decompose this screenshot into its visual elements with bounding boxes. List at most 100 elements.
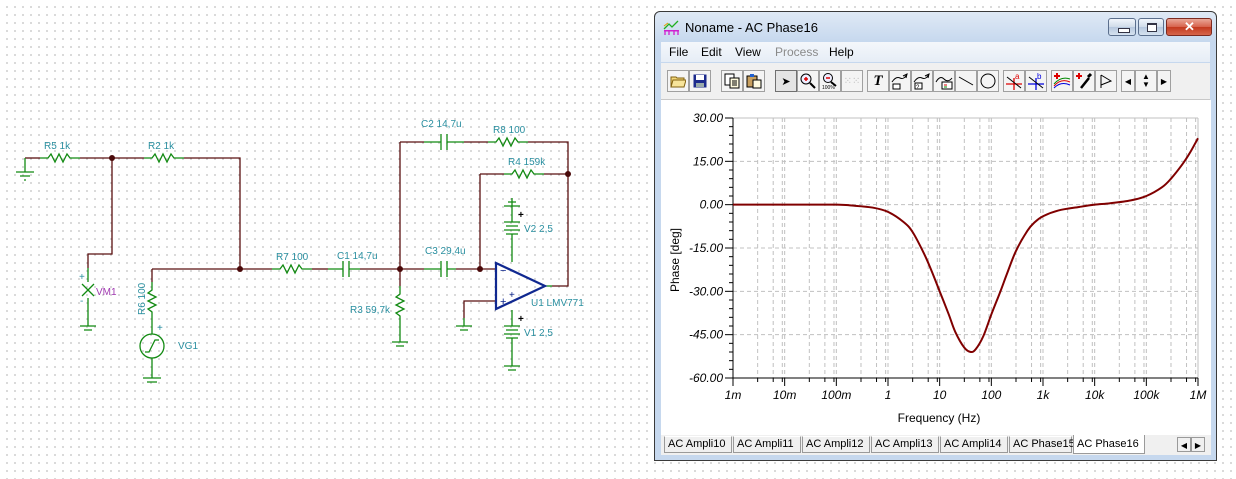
paste-button[interactable] [743,70,765,92]
label-icon [891,73,908,90]
grid-icon: ⁙⁙ [843,75,861,87]
schematic-canvas[interactable]: R5 1k R2 1k R7 100 R6 100 + - VM1 + VG1 … [0,0,650,479]
analysis-window: Noname - AC Phase16 ✕ File Edit View Pro… [654,11,1217,461]
tab-ac-phase15[interactable]: AC Phase15 [1009,436,1075,453]
zoom-in-button[interactable] [797,70,819,92]
text-button[interactable]: T [867,70,889,92]
minimize-icon [1118,28,1130,33]
resistor-R5[interactable]: R5 1k [40,141,80,164]
tab-scroll-right-icon: ▶ [1194,441,1202,450]
legend-button[interactable] [933,70,955,92]
zoom-100-button[interactable]: 100% [819,70,841,92]
maximize-button[interactable] [1138,18,1164,36]
tab-scroll-left[interactable]: ◀ [1177,437,1191,452]
svg-text:+: + [518,314,524,325]
close-button[interactable]: ✕ [1166,18,1212,36]
pointer-button[interactable]: ➤ [775,70,797,92]
resistor-R8[interactable]: R8 100 [488,125,528,148]
circle-button[interactable] [977,70,999,92]
cursor-b-button[interactable]: b [1025,70,1047,92]
toolbar: ➤ 100% ⁙⁙ T ? a b [661,63,1210,100]
y-tick-label: -30.00 [689,284,723,298]
pointer-icon: ➤ [781,75,791,88]
tab-ac-phase16[interactable]: AC Phase16 [1073,435,1145,454]
capacitor-C3[interactable]: C3 29,4u [424,246,466,277]
menu-process: Process [775,45,819,59]
generator-VG1[interactable]: + VG1 [139,322,198,360]
copy-button[interactable] [721,70,743,92]
cursor-b-icon: b [1028,72,1044,90]
scroll-left-button[interactable]: ◀ [1121,70,1135,92]
wires [25,141,569,318]
menu-bar: File Edit View Process Help [661,42,1210,62]
menu-edit[interactable]: Edit [701,45,722,59]
y-tick-label: -15.00 [689,241,723,255]
auto-label-icon: ? [913,73,930,90]
y-axis-title: Phase [deg] [668,228,682,292]
tab-ac-ampli10[interactable]: AC Ampli10 [664,436,732,453]
resistor-R7[interactable]: R7 100 [272,252,312,275]
minimize-button[interactable] [1108,18,1136,36]
add-curve-icon [1053,73,1071,89]
svg-text:R5 1k: R5 1k [44,141,71,152]
svg-text:+: + [500,296,506,308]
resistor-R3[interactable]: R3 59,7k [350,286,406,322]
title-bar[interactable]: Noname - AC Phase16 ✕ [655,12,1216,42]
svg-text:V2 2,5: V2 2,5 [524,224,553,235]
cursor-a-button[interactable]: a [1003,70,1025,92]
eyedropper-icon [1076,72,1093,89]
zoom-100-icon: 100% [822,73,837,89]
scroll-updown-button[interactable]: ▲▼ [1135,70,1157,92]
series-line-phase [733,137,1199,354]
capacitor-C2[interactable]: C2 14,7u [421,119,464,150]
x-tick-label: 10k [1085,388,1105,402]
add-curve-button[interactable] [1051,70,1073,92]
window-title: Noname - AC Phase16 [685,20,818,35]
svg-text:-: - [80,296,83,307]
grid-button: ⁙⁙ [841,70,863,92]
voltmeter-VM1[interactable]: + - VM1 [79,268,117,310]
resistor-R2[interactable]: R2 1k [144,141,184,164]
line-button[interactable] [955,70,977,92]
x-tick-label: 100 [981,388,1001,402]
save-button[interactable] [689,70,711,92]
ground-symbols [16,158,520,383]
resistor-R6[interactable]: R6 100 [137,282,158,322]
tab-ac-ampli12[interactable]: AC Ampli12 [802,436,870,453]
tab-scroll-right[interactable]: ▶ [1191,437,1205,452]
resistor-R4[interactable]: R4 159k [504,157,546,180]
opamp-U1[interactable]: − + + U1 LMV771 [494,261,584,311]
grid-lines [733,117,1199,378]
y-tick-label: 0.00 [700,198,724,212]
capacitor-C1[interactable]: C1 14,7u [328,251,378,277]
svg-text:+: + [518,210,524,221]
svg-text:R8 100: R8 100 [493,125,526,136]
y-tick-label: 30.00 [693,111,723,125]
auto-label-button[interactable]: ? [911,70,933,92]
tab-ac-ampli13[interactable]: AC Ampli13 [871,436,939,453]
svg-text:+: + [79,272,85,283]
menu-view[interactable]: View [735,45,761,59]
svg-text:C2 14,7u: C2 14,7u [421,119,462,130]
save-icon [693,74,707,88]
label-button[interactable] [889,70,911,92]
open-button[interactable] [667,70,689,92]
menu-file[interactable]: File [669,45,689,59]
line-icon [958,76,974,86]
svg-text:R6 100: R6 100 [137,282,148,315]
eyedropper-button[interactable] [1073,70,1095,92]
tab-ac-ampli14[interactable]: AC Ampli14 [940,436,1008,453]
menu-help[interactable]: Help [829,45,854,59]
battery-V2[interactable]: + V2 2,5 [504,206,553,262]
tab-ac-ampli11[interactable]: AC Ampli11 [733,436,801,453]
flag-button[interactable] [1095,70,1117,92]
cursor-a-icon: a [1006,72,1022,90]
x-tick-label: 100m [821,388,851,402]
scroll-right-icon: ▶ [1160,76,1168,86]
scroll-right-button[interactable]: ▶ [1157,70,1171,92]
battery-V1[interactable]: + V1 2,5 [504,310,553,358]
